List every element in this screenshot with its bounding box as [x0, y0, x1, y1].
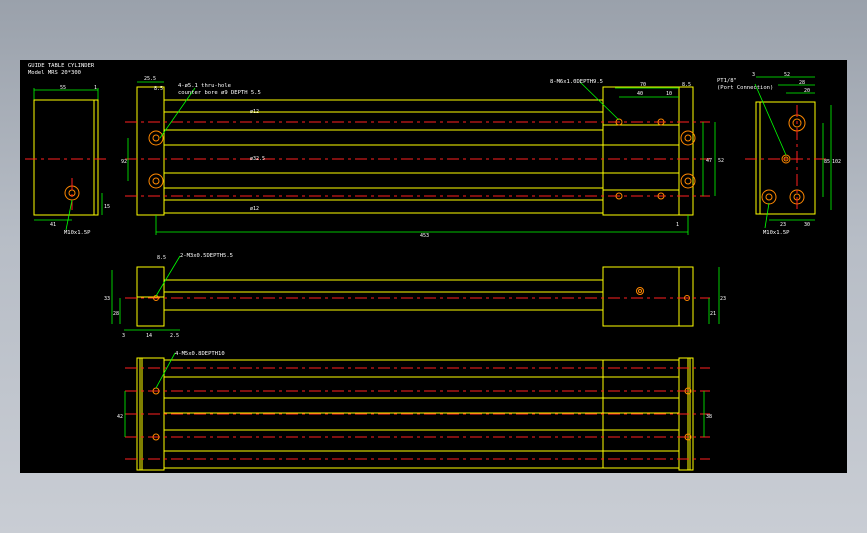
bottom-view: 4-M5x0.8DEPTH10 42 38 — [117, 351, 712, 471]
dim-mid-right2: 23 — [720, 296, 726, 302]
dim-front-top-left: 25.5 — [144, 76, 156, 82]
callout-right-thread: M10x1.5P — [763, 230, 790, 236]
dim-front-top-left2: 8.5 — [154, 86, 163, 92]
dim-front-v1: ø12 — [250, 109, 259, 115]
dim-side-gap: 1 — [94, 85, 97, 91]
title-line-2: Model MRS 20*300 — [28, 70, 81, 76]
dim-mid-b1: 3 — [122, 333, 125, 339]
dim-front-top-40: 40 — [637, 91, 643, 97]
callout-end-port: PT1/8" — [717, 78, 737, 84]
dim-end-top1: 3 — [752, 72, 755, 78]
callout-front-mount: 4-ø5.1 thru-hole — [178, 83, 231, 89]
front-view: 25.5 8.5 4-ø5.1 thru-hole counter bore ø… — [121, 76, 724, 239]
callout-front-ports: 8-M6x1.0DEPTH9.5 — [550, 79, 603, 85]
callout-mid-holes: 2-M3x0.5DEPTH5.5 — [180, 253, 233, 259]
drawing-canvas: GUIDE TABLE CYLINDER Model MRS 20*300 55… — [25, 63, 841, 471]
dim-end-top2: 52 — [784, 72, 790, 78]
side-view-left: 55 1 15 41 M10x1.5P — [25, 85, 110, 236]
callout-bottom-holes: 4-M5x0.8DEPTH10 — [175, 351, 225, 357]
dim-mid-top: 8.5 — [157, 255, 166, 261]
title-line-1: GUIDE TABLE CYLINDER — [28, 63, 95, 69]
dim-end-right2: 102 — [832, 159, 841, 165]
middle-view: 8.5 2-M3x0.5DEPTH5.5 33 28 3 14 2.5 21 2… — [104, 253, 726, 339]
dim-front-overall: 453 — [420, 233, 429, 239]
dim-mid-b2: 14 — [146, 333, 152, 339]
callout-left-thread: M10x1.5P — [64, 230, 91, 236]
dim-mid-left: 33 — [104, 296, 110, 302]
cad-viewport[interactable]: GUIDE TABLE CYLINDER Model MRS 20*300 55… — [20, 60, 847, 473]
callout-end-port-note: (Port Connection) — [717, 85, 773, 91]
dim-front-top-70: 70 — [640, 82, 646, 88]
dim-front-h-right2: 52 — [718, 158, 724, 164]
callout-front-mount-cb: counter bore ø9 DEPTH 5.5 — [178, 90, 261, 96]
dim-front-v3: ø12 — [250, 206, 259, 212]
dim-side-bottom: 41 — [50, 222, 56, 228]
dim-mid-b3: 2.5 — [170, 333, 179, 339]
dim-side-width: 55 — [60, 85, 66, 91]
dim-end-bottom1: 23 — [780, 222, 786, 228]
dim-bot-right: 38 — [706, 414, 712, 420]
dim-end-top3: 28 — [799, 80, 805, 86]
dim-front-v2: ø32.5 — [250, 156, 265, 162]
dim-front-bottom-1: 1 — [676, 222, 679, 228]
dim-end-top4: 20 — [804, 88, 810, 94]
dim-front-h-right1: 47 — [706, 158, 712, 164]
dim-front-top-right: 8.5 — [682, 82, 691, 88]
dim-front-top-10: 10 — [666, 91, 672, 97]
dim-side-h: 15 — [104, 204, 110, 210]
dim-front-h: 92 — [121, 159, 127, 165]
end-view-right: 3 52 28 20 PT1/8" (Port Connection) 85 1… — [717, 72, 841, 236]
dim-bot-left: 42 — [117, 414, 123, 420]
dim-mid-left2: 28 — [113, 311, 119, 317]
dim-end-bottom2: 30 — [804, 222, 810, 228]
dim-end-right1: 85 — [824, 159, 830, 165]
dim-mid-right1: 21 — [710, 311, 716, 317]
